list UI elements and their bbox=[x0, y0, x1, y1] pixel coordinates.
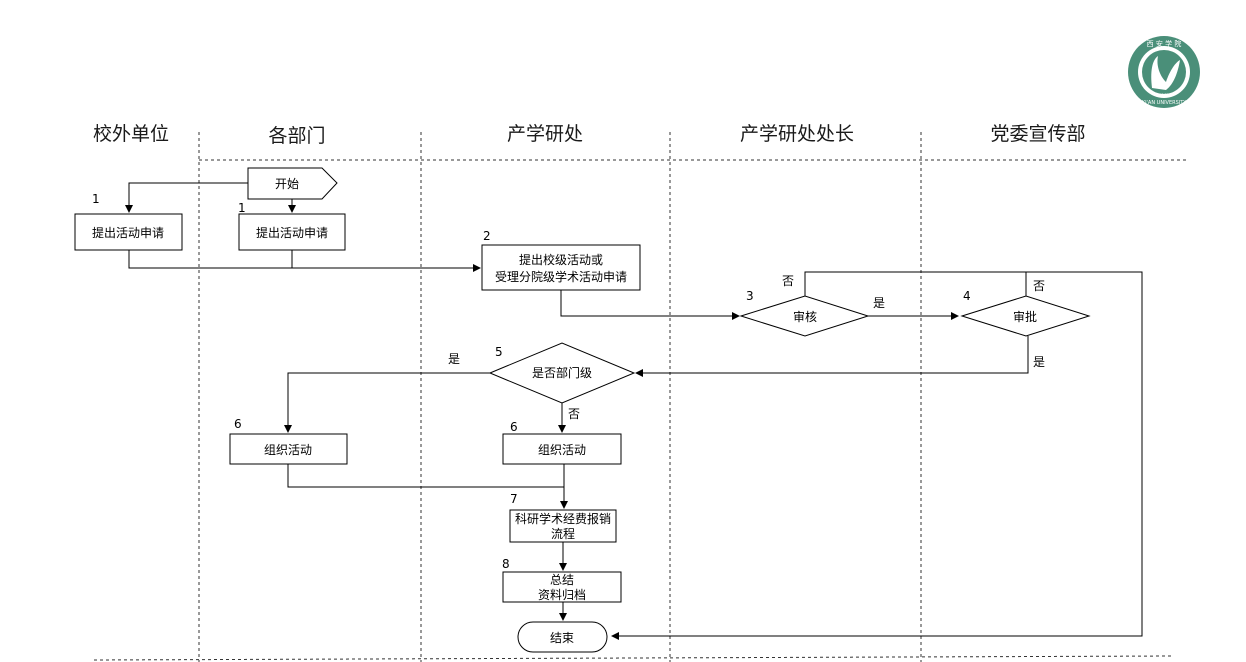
step-number: 3 bbox=[746, 289, 754, 303]
logo-text-bottom: XI'AN UNIVERSITY bbox=[1142, 100, 1188, 106]
edge-label-approve-no: 否 bbox=[1033, 279, 1045, 293]
connector bbox=[128, 250, 481, 272]
step-number: 1 bbox=[238, 201, 246, 215]
university-logo: 西 安 学 院 XI'AN UNIVERSITY 1985 bbox=[1128, 36, 1200, 108]
lane-title-publicity-dept: 党委宣传部 bbox=[990, 123, 1085, 145]
finance-label-line1: 科研学术经费报销 bbox=[515, 511, 611, 526]
connector bbox=[287, 464, 564, 488]
review-decision: 审核 bbox=[739, 295, 870, 337]
start-node: 开始 bbox=[247, 167, 338, 200]
step-number: 7 bbox=[510, 492, 518, 506]
edge-label-approve-yes: 是 bbox=[1033, 355, 1045, 369]
edge-label-dept-no: 否 bbox=[568, 407, 580, 421]
research-apply-label-line1: 提出校级活动或 bbox=[519, 252, 603, 267]
connector bbox=[611, 271, 1143, 640]
lane-title-research-office: 产学研处 bbox=[507, 123, 583, 145]
step-number: 4 bbox=[963, 289, 971, 303]
logo-year: 1985 bbox=[1159, 93, 1170, 98]
is-department-decision: 是否部门级 bbox=[488, 342, 636, 404]
summary-label-line1: 总结 bbox=[550, 573, 574, 587]
lane-title-departments: 各部门 bbox=[268, 125, 325, 147]
apply-dept-box: 提出活动申请 bbox=[238, 213, 346, 251]
organize-dept-label: 组织活动 bbox=[264, 443, 312, 457]
summary-archive-box: 总结 资料归档 bbox=[502, 571, 622, 603]
lane-title-external: 校外单位 bbox=[93, 123, 169, 145]
edge-label-review-yes: 是 bbox=[873, 296, 885, 310]
review-label: 审核 bbox=[793, 309, 817, 324]
step-number: 2 bbox=[483, 229, 491, 243]
connector bbox=[560, 290, 740, 320]
logo-text-top: 西 安 学 院 bbox=[1147, 39, 1182, 48]
apply-external-label: 提出活动申请 bbox=[92, 225, 164, 240]
organize-dept-box: 组织活动 bbox=[229, 433, 348, 465]
lane-title-office-director: 产学研处处长 bbox=[740, 123, 854, 145]
edge-label-dept-yes: 是 bbox=[448, 352, 460, 366]
step-number: 6 bbox=[234, 417, 242, 431]
edge-label-review-no: 否 bbox=[782, 274, 794, 288]
organize-center-label: 组织活动 bbox=[538, 443, 586, 457]
approve-decision: 审批 bbox=[960, 295, 1091, 337]
finance-label-line2: 流程 bbox=[551, 526, 575, 541]
summary-label-line2: 资料归档 bbox=[538, 588, 586, 602]
research-apply-box: 提出校级活动或 受理分院级学术活动申请 bbox=[481, 244, 641, 291]
step-number: 8 bbox=[502, 557, 510, 571]
organize-center-box: 组织活动 bbox=[502, 433, 622, 465]
end-node: 结束 bbox=[517, 621, 608, 653]
research-apply-label-line2: 受理分院级学术活动申请 bbox=[495, 269, 627, 284]
finance-process-box: 科研学术经费报销 流程 bbox=[509, 509, 617, 543]
end-label: 结束 bbox=[550, 631, 574, 645]
step-number: 6 bbox=[510, 420, 518, 434]
connector bbox=[635, 336, 1029, 377]
step-number: 1 bbox=[92, 192, 100, 206]
bottom-divider bbox=[93, 655, 1173, 661]
apply-external-box: 提出活动申请 bbox=[74, 213, 183, 251]
connector bbox=[125, 182, 248, 213]
is-department-label: 是否部门级 bbox=[532, 365, 592, 380]
step-number: 5 bbox=[495, 345, 503, 359]
apply-dept-label: 提出活动申请 bbox=[256, 225, 328, 240]
start-label: 开始 bbox=[275, 177, 299, 191]
connector bbox=[284, 372, 490, 433]
approve-label: 审批 bbox=[1013, 309, 1037, 324]
